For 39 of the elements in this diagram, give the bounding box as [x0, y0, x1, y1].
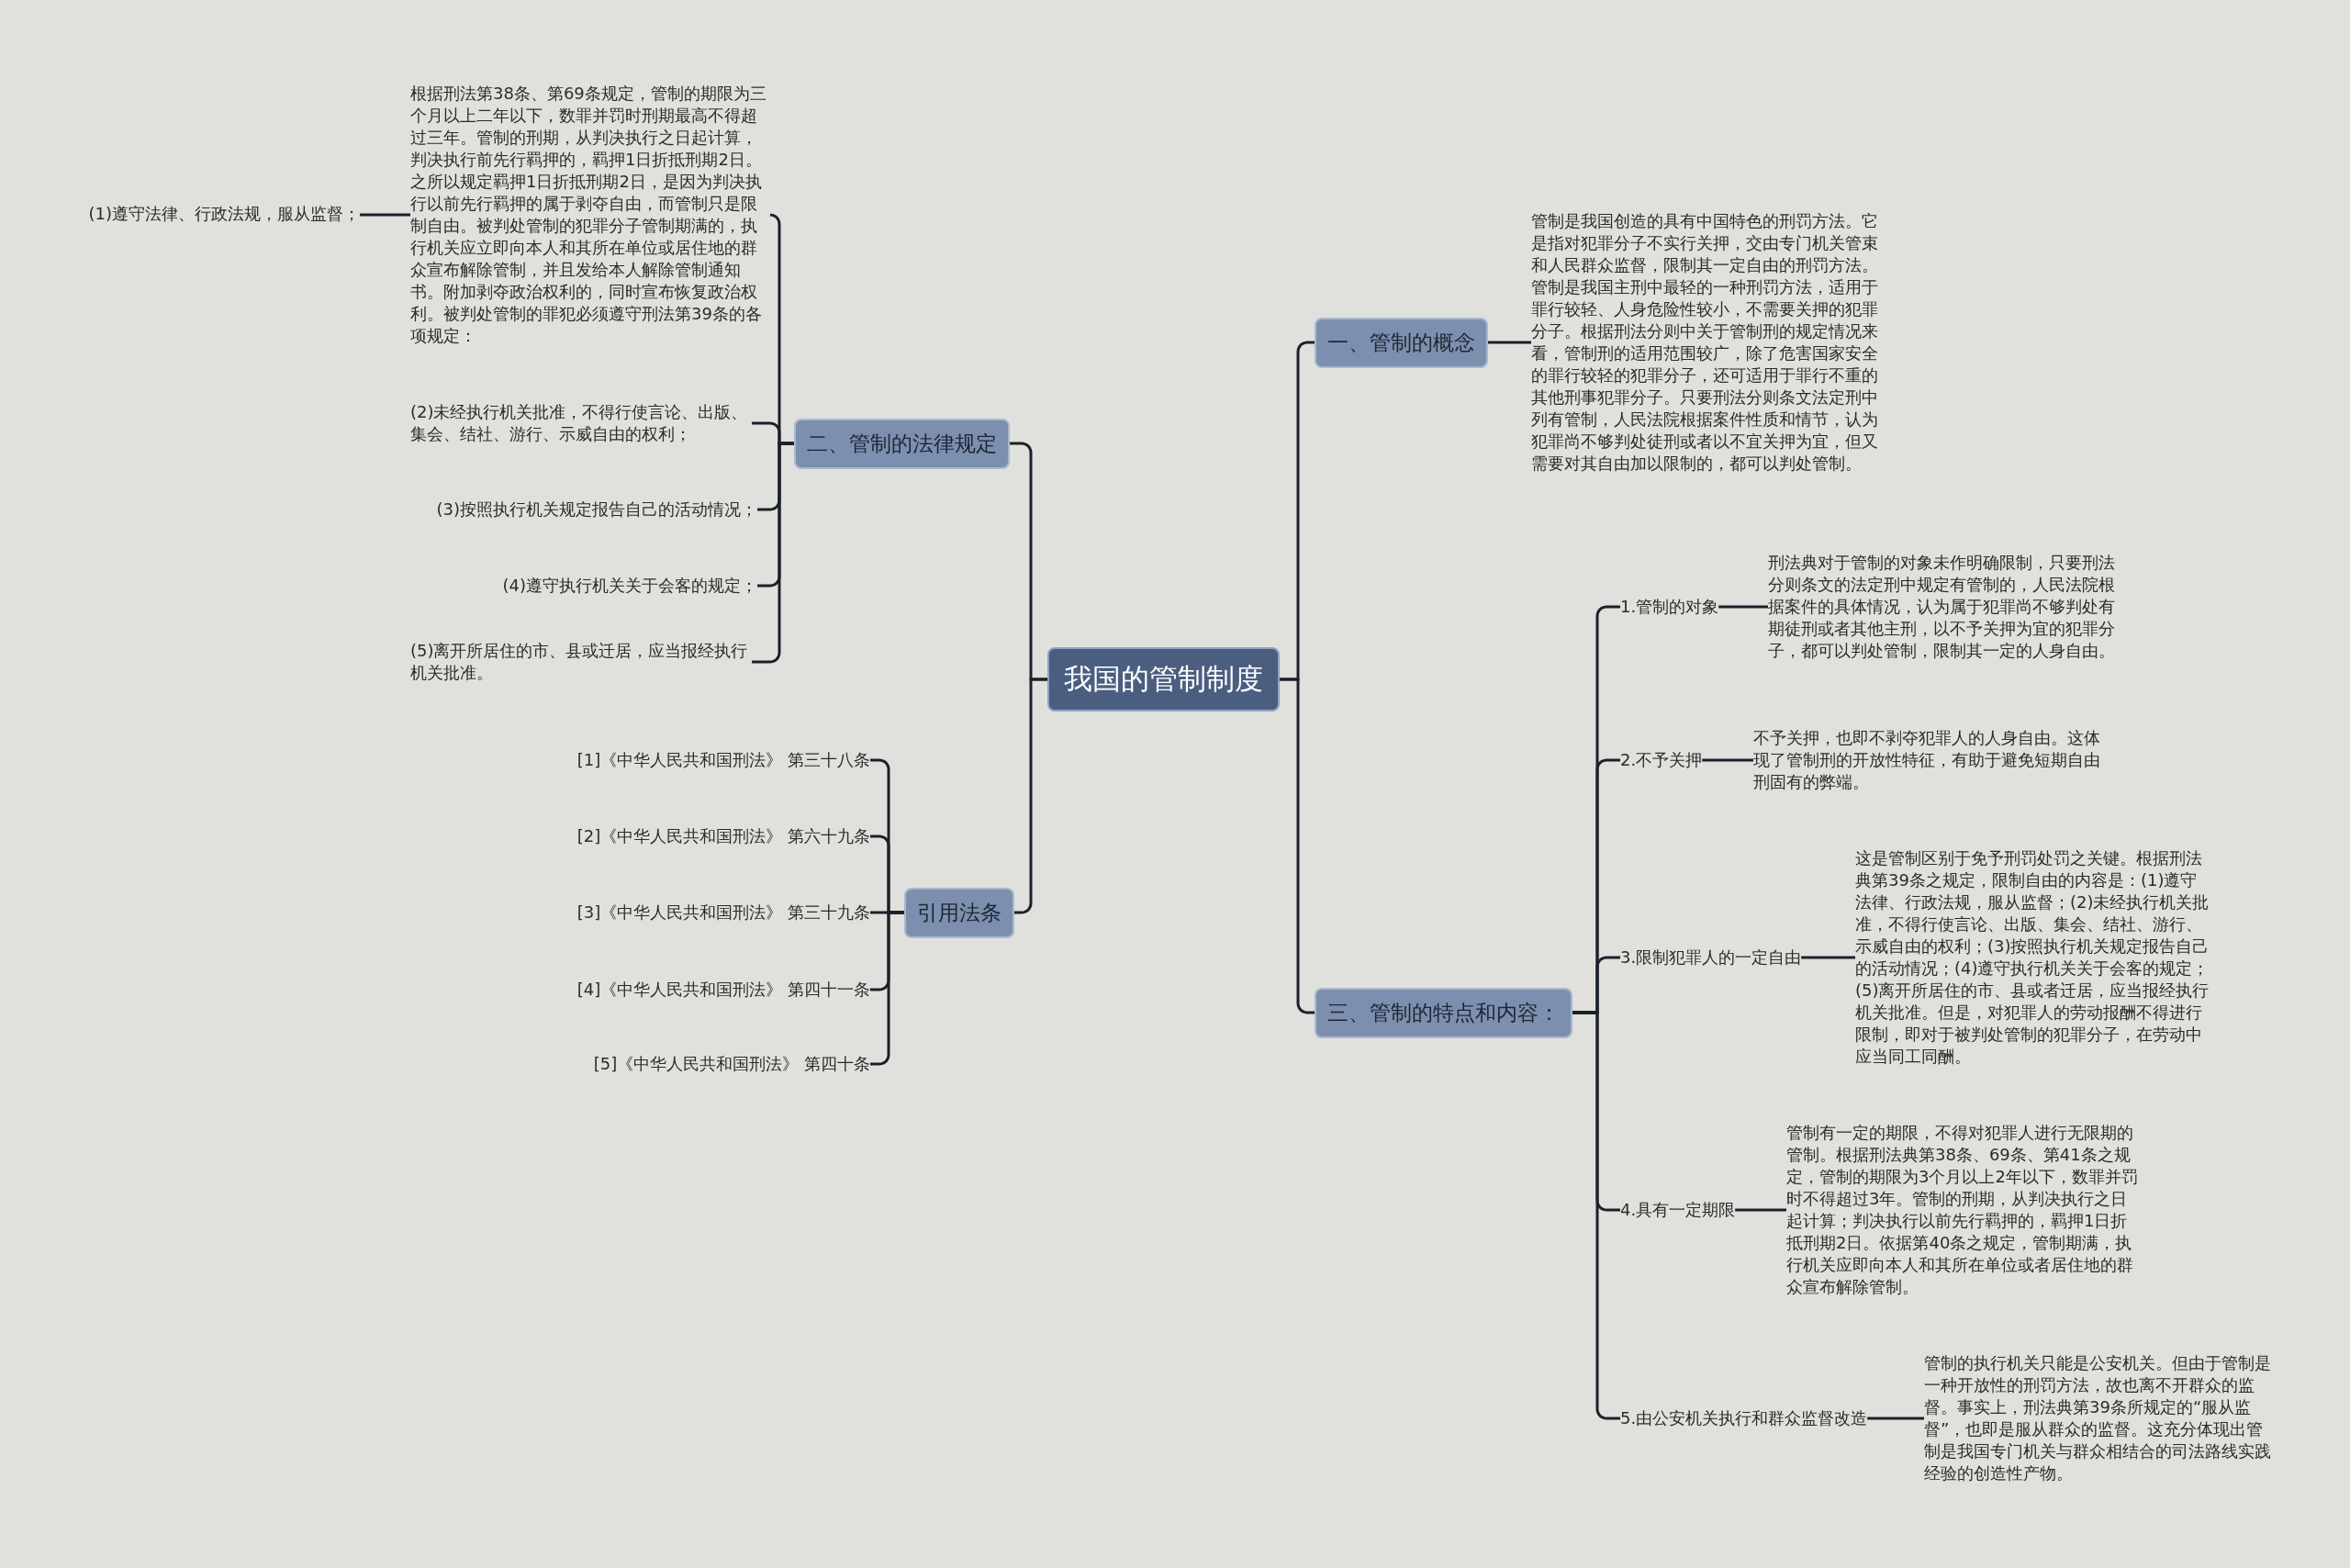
topic-text: 刑法典对于管制的对象未作明确限制，只要刑法分则条文的法定刑中规定有管制的，人民法院根据案件的具体情况，认为属于犯罪尚不够判处有期徒刑或者其他主刑，以不予关押为宜的犯罪分子，都可以判处管制，限制其一定的人身自由。	[1768, 552, 2122, 662]
connector-line	[870, 911, 904, 1066]
topic-box: 引用法条	[904, 887, 1014, 938]
topic-text: 5.由公安机关执行和群众监督改造	[1620, 1407, 1868, 1429]
connector-line	[1280, 678, 1315, 1014]
topic-text: 根据刑法第38条、第69条规定，管制的期限为三个月以上二年以下，数罪并罚时刑期最高不得超过三年。管制的刑期，从判决执行之日起计算，判决执行前先行羁押的，羁押1日折抵刑期2日。之所以规定羁押1日折抵刑期2日，是因为判决执行以前先行羁押的属于剥夺自由，而管制只是限制自由。被判处管制的犯罪分子管制期满的，执行机关应立即向本人和其所在单位或居住地的群众宣布解除管制，并且发给本人解除管制通知书。附加剥夺政治权利的，同时宣布恢复政治权利。被判处管制的罪犯必须遵守刑法第39条的各项规定：	[410, 83, 770, 347]
topic-text: 管制有一定的期限，不得对犯罪人进行无限期的管制。根据刑法典第38条、69条、第41条之规定，管制的期限为3个月以上2年以下，数罪并罚时不得超过3年。管制的刑期，从判决执行之日起计算；判决执行以前先行羁押的，羁押1日折抵刑期2日。依据第40条之规定，管制期满，执行机关应即向本人和其所在单位或者居住地的群众宣布解除管制。	[1786, 1122, 2141, 1298]
topic-text: [4]《中华人民共和国刑法》 第四十一条	[576, 979, 870, 1001]
topic-text: [1]《中华人民共和国刑法》 第三十八条	[576, 749, 870, 771]
topic-box: 二、管制的法律规定	[794, 418, 1010, 469]
topic-box: 一、管制的概念	[1315, 317, 1488, 368]
topic-text: 4.具有一定期限	[1620, 1199, 1736, 1221]
connector-line	[1735, 1208, 1786, 1212]
topic-text: (3)按照执行机关规定报告自己的活动情况；	[436, 498, 757, 521]
topic-text: 不予关押，也即不剥夺犯罪人的人身自由。这体现了管制刑的开放性特征，有助于避免短期自由刑固有的弊端。	[1753, 727, 2108, 793]
topic-text: (1)遵守法律、行政法规，服从监督；	[88, 203, 360, 225]
connector-line	[752, 442, 794, 664]
connector-line	[1718, 605, 1768, 609]
topic-text: 1.管制的对象	[1620, 596, 1719, 618]
central-topic: 我国的管制制度	[1047, 647, 1280, 711]
topic-box: 三、管制的特点和内容：	[1315, 987, 1572, 1038]
topic-text: (5)离开所居住的市、县或迁居，应当报经执行机关批准。	[410, 640, 752, 684]
connector-line	[1488, 341, 1531, 344]
connector-line	[1801, 956, 1855, 959]
topic-text: (4)遵守执行机关关于会客的规定；	[502, 575, 757, 597]
topic-text: 管制的执行机关只能是公安机关。但由于管制是一种开放性的刑罚方法，故也离不开群众的监督。事实上，刑法典第39条所规定的“服从监督”，也即是服从群众的监督。这充分体现出管制是我国专门机关与群众相结合的司法路线实践经验的创造性产物。	[1924, 1352, 2278, 1484]
connector-line	[1867, 1417, 1924, 1420]
connector-line	[1702, 758, 1753, 762]
connector-line	[1014, 678, 1047, 914]
connector-line	[360, 213, 410, 217]
topic-text: [5]《中华人民共和国刑法》 第四十条	[593, 1053, 870, 1075]
topic-text: [2]《中华人民共和国刑法》 第六十九条	[576, 825, 870, 847]
topic-text: [3]《中华人民共和国刑法》 第三十九条	[576, 902, 870, 924]
topic-text: 管制是我国创造的具有中国特色的刑罚方法。它是指对犯罪分子不实行关押，交由专门机关管束和人民群众监督，限制其一定自由的刑罚方法。管制是我国主刑中最轻的一种刑罚方法，适用于罪行较轻、人身危险性较小，不需要关押的犯罪分子。根据刑法分则中关于管制刑的规定情况来看，管制刑的适用范围较广，除了危害国家安全的罪行较轻的犯罪分子，还可适用于罪行不重的其他刑事犯罪分子。只要刑法分则条文法定刑中列有管制，人民法院根据案件性质和情节，认为犯罪尚不够判处徒刑或者以不宜关押为宜，但又需要对其自由加以限制的，都可以判处管制。	[1531, 210, 1886, 475]
topic-text: (2)未经执行机关批准，不得行使言论、出版、集会、结社、游行、示威自由的权利；	[410, 401, 752, 445]
topic-text: 3.限制犯罪人的一定自由	[1620, 946, 1802, 969]
topic-text: 这是管制区别于免予刑罚处罚之关键。根据刑法典第39条之规定，限制自由的内容是：(1)遵守法律、行政法规，服从监督；(2)未经执行机关批准，不得行使言论、出版、集会、结社、游行、示威自由的权利；(3)按照执行机关规定报告自己的活动情况；(4)遵守执行机关关于会客的规定；(5)离开所居住的市、县或者迁居，应当报经执行机关批准。但是，对犯罪人的劳动报酬不得进行限制，即对于被判处管制的犯罪分子，在劳动中应当同工同酬。	[1855, 847, 2210, 1068]
connector-line	[1572, 1011, 1620, 1420]
topic-text: 2.不予关押	[1620, 749, 1703, 771]
